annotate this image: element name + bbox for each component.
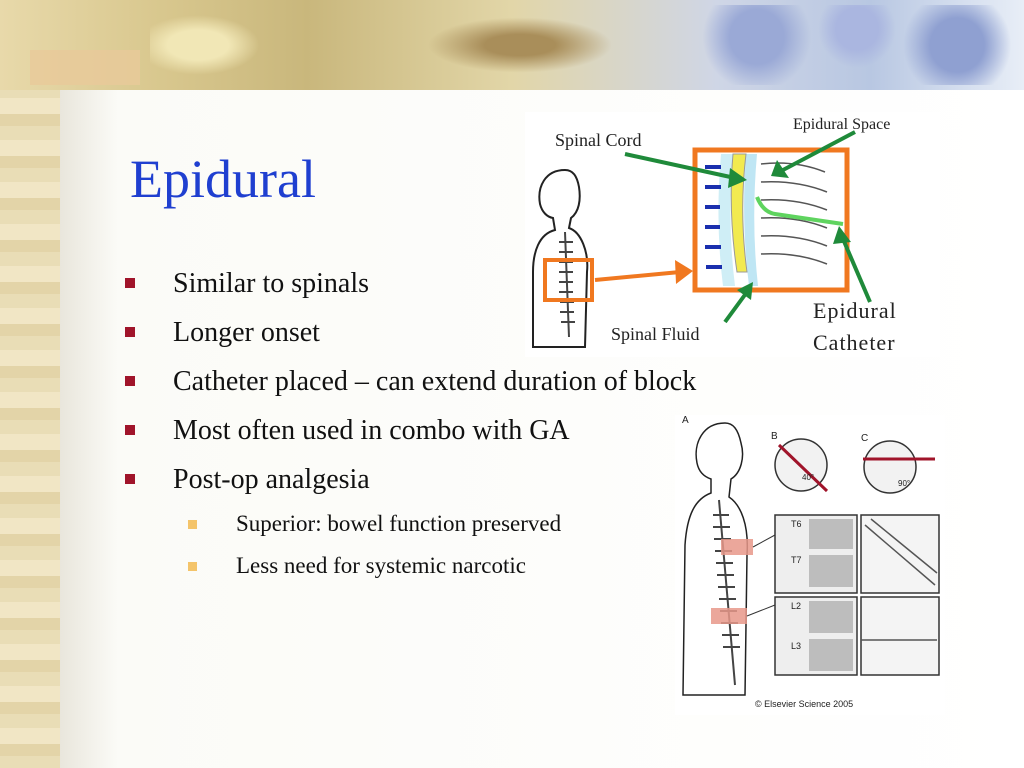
bullet-item: Post-op analgesia [125, 461, 696, 510]
sub-bullet-marker [188, 562, 197, 571]
vertebra-t7 [809, 555, 853, 587]
label-b: B [771, 431, 778, 442]
bullet-marker [125, 474, 135, 484]
copyright-text: © Elsevier Science 2005 [755, 699, 854, 709]
thoracic-marker [721, 539, 753, 555]
sub-bullet-text: Superior: bowel function preserved [236, 511, 562, 536]
banner-flowers [690, 5, 1024, 85]
banner-leaf [150, 10, 270, 80]
label-angle-b: 40° [802, 473, 815, 482]
small-spine [559, 231, 575, 338]
sub-bullet-item: Superior: bowel function preserved [188, 508, 561, 550]
bullet-item: Most often used in combo with GA [125, 412, 696, 461]
bullet-item: Similar to spinals [125, 265, 696, 314]
zoom-arrowhead [675, 260, 693, 284]
spinal-levels-figure: A B C 40° 90° T6 T7 L2 L3 © Elsevier Sci… [675, 415, 945, 715]
bullet-text: Longer onset [173, 317, 320, 348]
bullet-marker [125, 376, 135, 386]
slide-title: Epidural [130, 149, 316, 209]
needle-b [777, 443, 829, 493]
epidural-diagram-svg [525, 112, 940, 357]
bullet-text: Post-op analgesia [173, 464, 370, 495]
background-left-texture [0, 0, 60, 768]
background-top-banner [0, 0, 1024, 90]
lumbar-marker [711, 608, 747, 624]
figure2-body-outline [682, 422, 749, 696]
bullet-text: Most often used in combo with GA [173, 415, 570, 446]
label-a: A [682, 415, 689, 426]
label-epidural: Epidural [813, 298, 897, 323]
label-angle-c: 90° [898, 479, 911, 488]
connector-line [752, 534, 776, 548]
sub-bullet-text: Less need for systemic narcotic [236, 553, 526, 578]
bullet-item: Longer onset [125, 314, 696, 363]
label-arrows [624, 130, 872, 324]
bullet-marker [125, 327, 135, 337]
sub-bullet-marker [188, 520, 197, 529]
banner-strip [30, 50, 140, 85]
vertebra-l3 [809, 639, 853, 671]
label-catheter: Catheter [813, 330, 896, 355]
thoracic-panel-right [860, 514, 940, 594]
banner-leaf [420, 15, 620, 75]
sub-bullet-item: Less need for systemic narcotic [188, 550, 561, 592]
dura-region [744, 154, 758, 286]
spinal-levels-svg [675, 415, 945, 715]
label-spinal-cord: Spinal Cord [555, 130, 642, 150]
bullet-marker [125, 425, 135, 435]
epidural-diagram: Spinal Cord Epidural Space Spinal Fluid … [525, 112, 940, 357]
connector-line [746, 604, 776, 617]
detail-circle-c [863, 440, 917, 494]
label-l2: L2 [791, 601, 802, 611]
sub-bullet-list: Superior: bowel function preserved Less … [188, 508, 561, 592]
label-spinal-fluid: Spinal Fluid [611, 324, 700, 344]
label-t6: T6 [791, 519, 802, 529]
vertebra-marks [705, 165, 722, 269]
bullet-list: Similar to spinals Longer onset Catheter… [125, 265, 696, 510]
bullet-text: Similar to spinals [173, 268, 369, 299]
catheter-line [755, 196, 844, 226]
zoom-arrow [594, 270, 681, 282]
label-l3: L3 [791, 641, 802, 651]
label-c: C [861, 433, 869, 444]
bullet-item: Catheter placed – can extend duration of… [125, 363, 696, 412]
vertebra-l2 [809, 601, 853, 633]
vertebra-t6 [809, 519, 853, 549]
bullet-marker [125, 278, 135, 288]
lumbar-panel-right [860, 596, 940, 676]
bullet-text: Catheter placed – can extend duration of… [173, 366, 697, 397]
thoracic-lines [864, 518, 938, 586]
body-outline [532, 168, 589, 348]
label-epidural-space: Epidural Space [793, 116, 891, 133]
small-highlight-box [543, 258, 594, 302]
label-t7: T7 [791, 555, 802, 565]
